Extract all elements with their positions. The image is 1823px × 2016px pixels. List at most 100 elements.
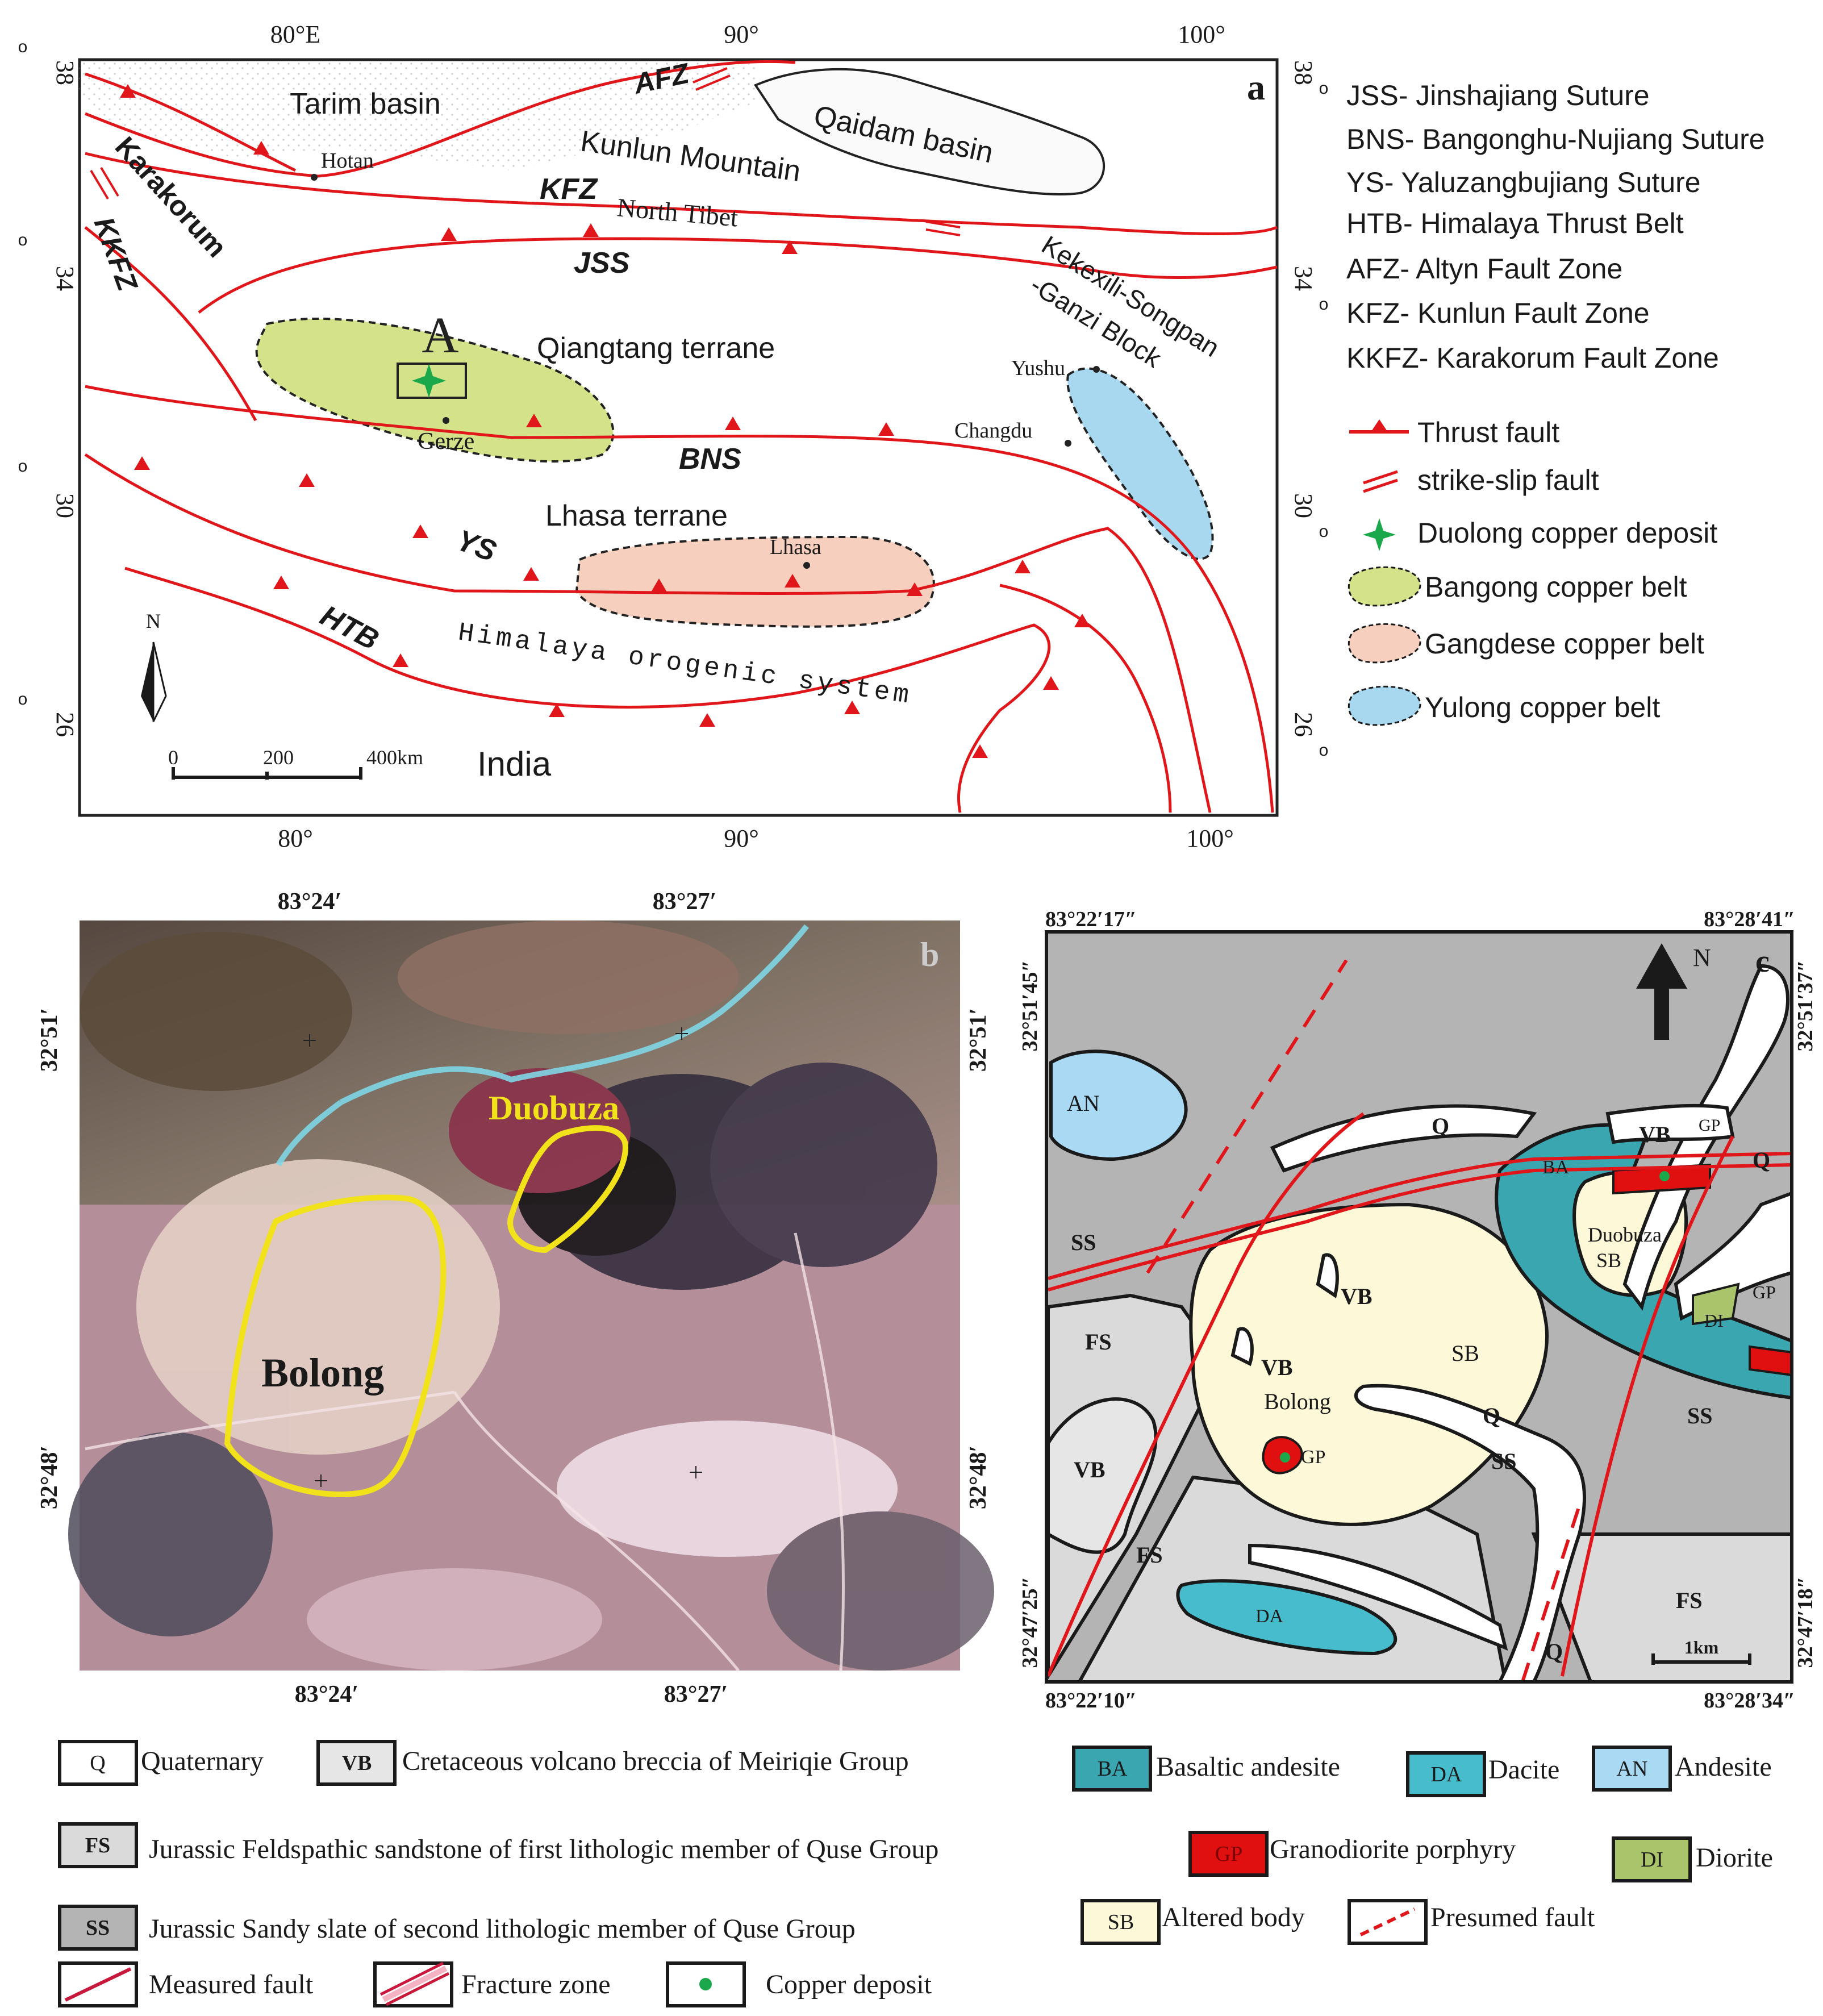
- lhasa-label: Lhasa: [770, 535, 821, 559]
- unit-sb-1: SB: [1451, 1340, 1479, 1366]
- unit-fs-3: FS: [1676, 1588, 1703, 1613]
- site-box: [397, 363, 467, 399]
- unit-fs-2: FS: [1136, 1542, 1163, 1568]
- vb-unit-west: [1046, 1397, 1158, 1554]
- degree-mark: o: [18, 457, 28, 476]
- c-top-left: 83°22′17″: [1045, 907, 1137, 931]
- c-right-top: 32°51′37″: [1793, 960, 1817, 1052]
- bottom-lon-90: 90°: [724, 824, 759, 852]
- legend-swatch-gp: [1188, 1831, 1269, 1877]
- duobuza-label: Duobuza: [489, 1089, 619, 1127]
- measured-fault-icon: [64, 1967, 132, 2002]
- kfz-label: KFZ: [540, 173, 598, 206]
- legend-thrust-fault: Thrust fault: [1417, 416, 1559, 448]
- yulong-belt-icon: [1348, 685, 1421, 726]
- bangong-copper-belt: [255, 317, 615, 463]
- bangong-belt-icon: [1348, 566, 1421, 607]
- c-left-top: 32°51′45″: [1018, 960, 1042, 1052]
- unit-ss-1: SS: [1071, 1230, 1096, 1255]
- thrust-triangles: [120, 84, 1090, 758]
- panel-a-letter: a: [1247, 67, 1265, 107]
- fault-west-1: [85, 72, 297, 172]
- abbrev-jss: JSS- Jinshajiang Suture: [1346, 80, 1650, 111]
- legend-code-fs: FS: [85, 1834, 110, 1857]
- abbrev-kfz: KFZ- Kunlun Fault Zone: [1346, 297, 1650, 329]
- panel-b-letter: b: [920, 936, 939, 973]
- lhasa-terrane-label: Lhasa terrane: [545, 499, 728, 532]
- unit-q-3: Q: [1545, 1639, 1563, 1664]
- b-left-lat-1: 32°51′: [36, 1008, 62, 1072]
- legend-swatch-an: [1592, 1746, 1672, 1792]
- qiangtang-terrane-label: Qiangtang terrane: [537, 332, 775, 365]
- unit-ss-2: SS: [1491, 1448, 1517, 1474]
- b-bottom-lon-1: 83°24′: [295, 1681, 359, 1707]
- legend-swatch-vb: [316, 1740, 397, 1786]
- unit-duobuza: Duobuza: [1588, 1223, 1662, 1246]
- legend-label-vb: Cretaceous volcano breccia of Meiriqie G…: [402, 1746, 909, 1776]
- b-bottom-lon-2: 83°27′: [664, 1681, 728, 1707]
- legend-gangdese: Gangdese copper belt: [1425, 628, 1704, 660]
- unit-da: DA: [1255, 1606, 1284, 1627]
- top-lon-80: 80°E: [270, 20, 320, 48]
- c-bottom-right: 83°28′34″: [1704, 1689, 1795, 1713]
- htb-fault: [124, 567, 1051, 813]
- scale-label-200: 200: [263, 746, 294, 769]
- unit-fs-1: FS: [1085, 1329, 1112, 1355]
- legend-label-q: Quaternary: [141, 1746, 264, 1776]
- legend-label-ss: Jurassic Sandy slate of second lithologi…: [149, 1914, 856, 1944]
- measured-fault-ew-2: [1048, 1152, 1792, 1280]
- an-unit: [1049, 1049, 1188, 1161]
- da-unit: [1176, 1579, 1398, 1656]
- right-lat-26: 26: [1290, 712, 1317, 737]
- site-label: A: [422, 307, 459, 364]
- legend-swatch-fs: [58, 1822, 138, 1868]
- top-lon-90: 90°: [724, 20, 759, 48]
- legend-swatch-q: [58, 1740, 138, 1786]
- strike-slip-fault-icon: [1363, 470, 1398, 493]
- unit-q-2: Q: [1483, 1403, 1500, 1428]
- kkfz-fault: [84, 226, 257, 422]
- b-left-lat-2: 32°48′: [36, 1446, 62, 1510]
- legend-label-fracture-zone: Fracture zone: [461, 1969, 611, 2000]
- legend-swatch-ss: [58, 1905, 138, 1951]
- degree-mark: o: [18, 231, 28, 249]
- north-label: N: [146, 610, 161, 632]
- left-lat-30: 30: [51, 493, 79, 518]
- measured-fault-ew: [1048, 1163, 1792, 1292]
- afz-fault: [85, 60, 796, 178]
- changdu-label: Changdu: [954, 419, 1032, 443]
- left-lat-34: 34: [51, 266, 79, 291]
- legend-code-gp: GP: [1215, 1842, 1243, 1866]
- india-label: India: [477, 745, 552, 783]
- c-left-bottom: 32°47′25″: [1018, 1577, 1042, 1668]
- grid-crosses: [303, 1027, 702, 1487]
- unit-ba: BA: [1542, 1157, 1570, 1178]
- legend-swatch-di: [1612, 1836, 1692, 1882]
- bns-label: BNS: [679, 443, 741, 476]
- strike-slip-marks: [90, 67, 961, 236]
- legend-label-ba: Basaltic andesite: [1156, 1752, 1340, 1782]
- legend-label-gp: Granodiorite porphyry: [1270, 1834, 1516, 1864]
- legend-label-presumed-fault: Presumed fault: [1430, 1902, 1595, 1932]
- legend-swatch-ba: [1072, 1746, 1152, 1792]
- star-icon: [1363, 518, 1396, 551]
- unit-q-4: Q: [1753, 1147, 1770, 1173]
- b-top-lon-2: 83°27′: [653, 889, 717, 915]
- unit-vb-3: VB: [1261, 1355, 1293, 1380]
- degree-mark: o: [18, 690, 28, 709]
- degree-mark: o: [1319, 741, 1329, 760]
- unit-di: DI: [1704, 1310, 1724, 1331]
- copper-deposit-duobuza: [1659, 1171, 1670, 1181]
- legend-c: Q Quaternary VB Cretaceous volcano brecc…: [58, 1740, 1773, 2007]
- scale-bar: 0 200 400km: [168, 746, 423, 780]
- legend-label-sb: Altered body: [1162, 1902, 1305, 1932]
- copper-deposit-bolong: [1280, 1452, 1290, 1463]
- rivers: [276, 924, 809, 1167]
- abbrev-kkfz: KKFZ- Karakorum Fault Zone: [1346, 342, 1719, 374]
- legend-code-q: Q: [90, 1751, 105, 1775]
- right-lat-38: 38: [1290, 60, 1317, 85]
- presumed-fault-north: [1146, 959, 1348, 1274]
- jss-label: JSS: [574, 247, 630, 280]
- legend-duolong: Duolong copper deposit: [1417, 517, 1717, 549]
- bns-fault: [85, 385, 1274, 813]
